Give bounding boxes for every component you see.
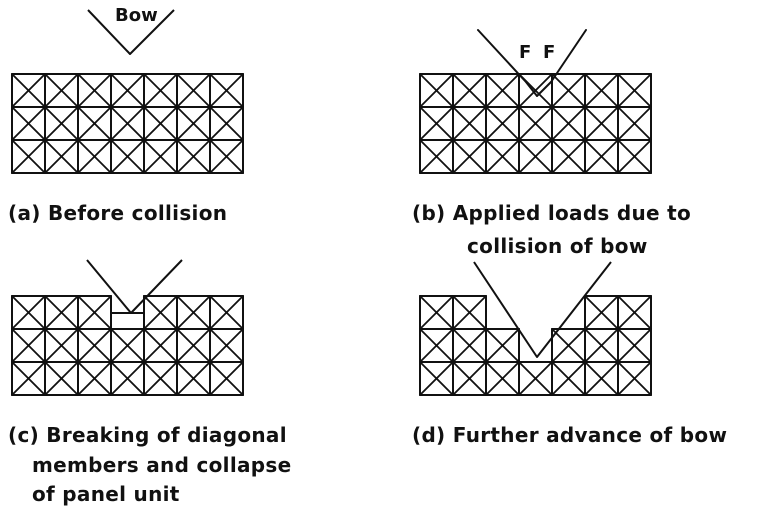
truss-diagonal: [44, 73, 79, 108]
truss-diagonal: [551, 139, 586, 174]
bow-arm-left: [477, 29, 527, 83]
caption-b-line1: (b) Applied loads due to: [412, 201, 692, 225]
truss-diagonal: [44, 361, 79, 396]
truss-diagonal: [44, 295, 79, 330]
truss-diagonal: [176, 139, 211, 174]
truss-diagonal: [44, 328, 79, 363]
truss-diagonal: [143, 361, 178, 396]
truss-diagonal: [44, 139, 79, 174]
truss-diagonal: [110, 328, 145, 363]
truss-diagonal: [452, 73, 487, 108]
truss-diagonal: [485, 139, 520, 174]
truss-diagonal: [143, 73, 178, 108]
truss-diagonal: [419, 328, 454, 363]
truss-diagonal: [143, 295, 178, 330]
truss-diagonal: [419, 73, 454, 108]
truss-diagonal: [551, 106, 586, 141]
truss-diagonal: [209, 295, 244, 330]
bow-outline: [87, 9, 175, 55]
truss-diagonal: [11, 361, 46, 396]
truss-diagonal: [551, 361, 586, 396]
truss-diagonal: [419, 106, 454, 141]
truss-diagonal: [617, 73, 652, 108]
truss-diagonal: [143, 106, 178, 141]
truss-diagonal: [209, 361, 244, 396]
truss-diagonal: [110, 106, 145, 141]
truss-diagonal: [617, 361, 652, 396]
truss-diagonal: [209, 328, 244, 363]
truss-diagonal: [551, 73, 586, 108]
caption-c-line3: of panel unit: [32, 482, 180, 506]
truss-diagonal: [584, 139, 619, 174]
truss-diagonal: [485, 328, 520, 363]
truss-diagonal: [77, 139, 112, 174]
truss-diagonal: [176, 106, 211, 141]
truss-diagonal: [518, 361, 553, 396]
panel-d-further-advance: [419, 261, 652, 396]
truss-diagonal: [584, 328, 619, 363]
truss-diagonal: [452, 328, 487, 363]
truss-diagonal: [518, 106, 553, 141]
truss-diagonal: [485, 361, 520, 396]
bow-arm-right: [550, 29, 587, 83]
caption-a: (a) Before collision: [8, 201, 228, 225]
truss-diagonal: [518, 139, 553, 174]
bow-label: Bow: [115, 5, 158, 26]
truss-diagonal: [485, 106, 520, 141]
bow-tip-notch: [525, 81, 552, 97]
force-label-left: F: [519, 42, 531, 63]
truss-diagonal: [419, 139, 454, 174]
truss-diagonal: [209, 106, 244, 141]
caption-b-line2: collision of bow: [467, 234, 648, 258]
truss-diagonal: [11, 295, 46, 330]
truss-diagonal: [485, 73, 520, 108]
caption-d: (d) Further advance of bow: [412, 423, 728, 447]
truss-diagonal: [11, 106, 46, 141]
truss-diagonal: [77, 295, 112, 330]
truss-diagonal: [584, 73, 619, 108]
force-label-right: F: [543, 42, 555, 63]
truss-diagonal: [110, 139, 145, 174]
truss-diagonal: [419, 295, 454, 330]
truss-diagonal: [77, 73, 112, 108]
truss-diagonal: [176, 295, 211, 330]
truss-diagonal: [617, 295, 652, 330]
truss-diagonal: [584, 295, 619, 330]
truss-diagonal: [452, 139, 487, 174]
truss-diagonal: [110, 361, 145, 396]
caption-c-line2: members and collapse: [32, 453, 292, 477]
caption-c-line1: (c) Breaking of diagonal: [8, 423, 287, 447]
truss-diagonal: [617, 106, 652, 141]
truss-diagonal: [77, 328, 112, 363]
truss-diagonal: [551, 328, 586, 363]
truss-diagonal: [452, 361, 487, 396]
truss-diagonal: [176, 361, 211, 396]
truss-diagonal: [110, 73, 145, 108]
truss-diagonal: [452, 295, 487, 330]
truss-diagonal: [77, 361, 112, 396]
truss-diagonal: [209, 73, 244, 108]
truss-diagonal: [11, 73, 46, 108]
truss-diagonal: [11, 139, 46, 174]
panel-a-before-collision: [11, 9, 244, 174]
truss-diagonal: [176, 328, 211, 363]
truss-diagonal: [209, 139, 244, 174]
bow-outline: [473, 261, 612, 358]
truss-diagonal: [11, 328, 46, 363]
truss-diagonal: [419, 361, 454, 396]
truss-diagonal: [452, 106, 487, 141]
truss-diagonal: [617, 139, 652, 174]
truss-diagonal: [617, 328, 652, 363]
truss-diagonal: [44, 106, 79, 141]
truss-diagonal: [77, 106, 112, 141]
panel-b-applied-loads: [419, 29, 652, 174]
truss-diagonal: [176, 73, 211, 108]
panel-c-breaking-diagonals: [11, 259, 244, 396]
truss-diagonal: [518, 73, 553, 108]
truss-diagonal: [584, 106, 619, 141]
truss-diagonal: [584, 361, 619, 396]
truss-diagonal: [143, 328, 178, 363]
truss-diagonal: [143, 139, 178, 174]
